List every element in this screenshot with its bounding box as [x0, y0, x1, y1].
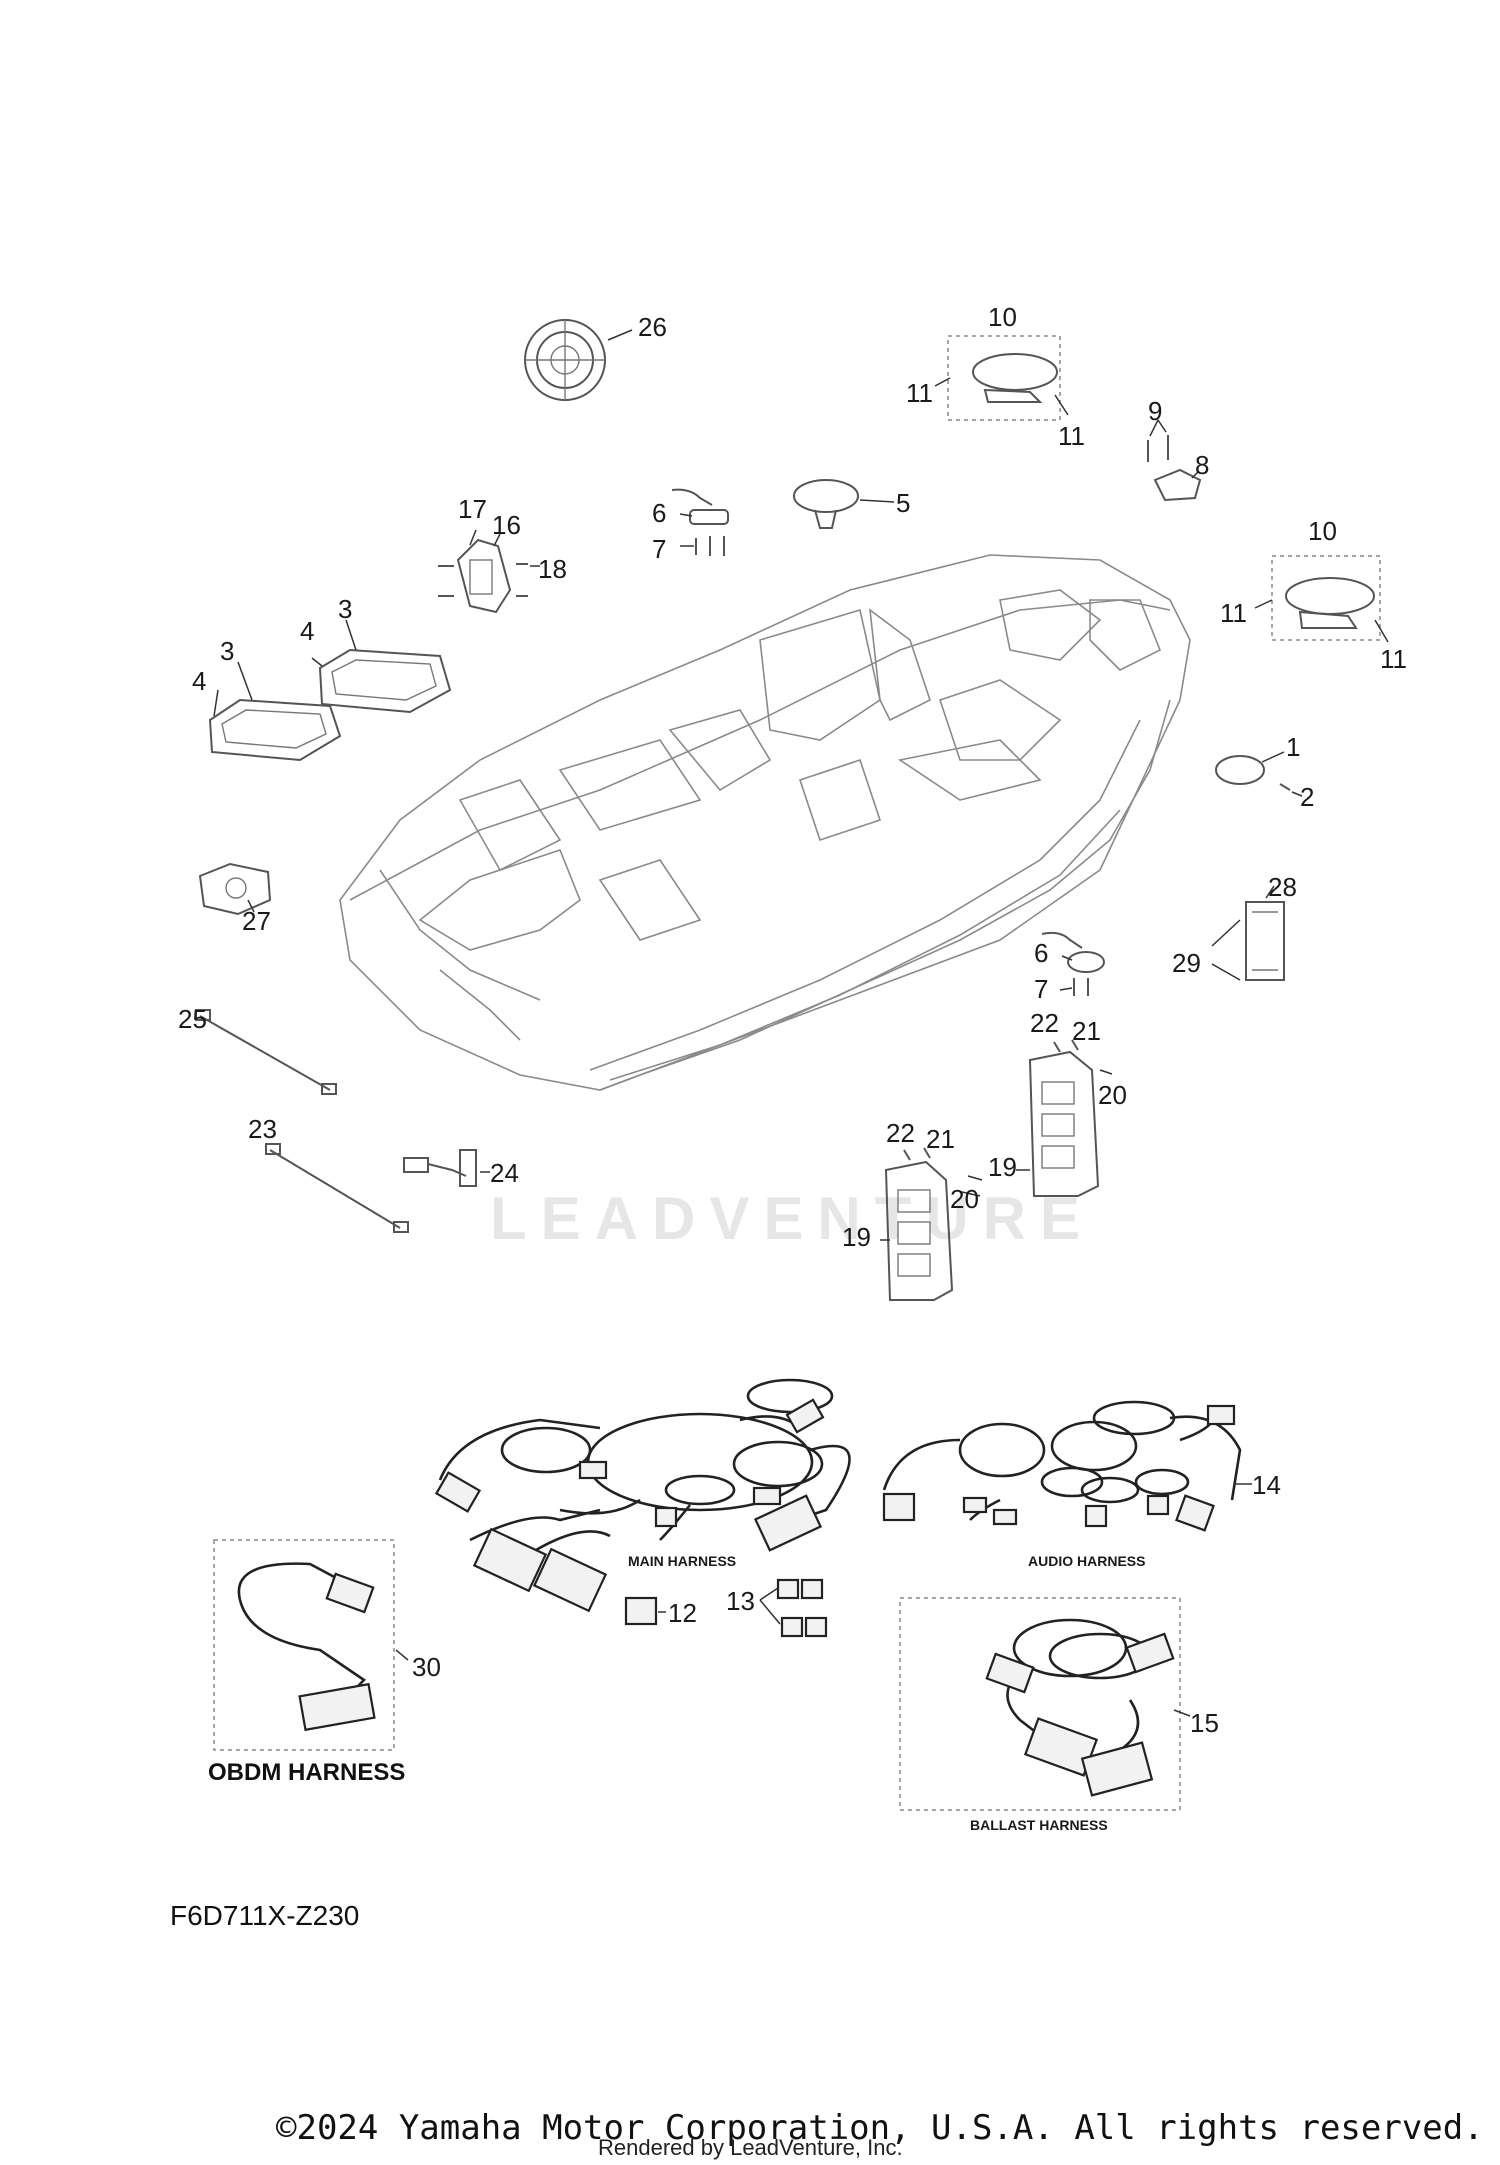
boat-hull-illustration: [339, 554, 1191, 1091]
part-10-upper-light: [934, 335, 1069, 421]
callout-11-right-left: 11: [1220, 598, 1247, 628]
callout-8: 8: [1195, 450, 1209, 480]
callout-14: 14: [1252, 1470, 1281, 1500]
callout-11-upper-right: 11: [1058, 421, 1085, 451]
part-23-24-25-cables: [195, 1009, 490, 1233]
part-26-speaker: [524, 319, 633, 401]
ballast-harness-label: BALLAST HARNESS: [970, 1817, 1108, 1833]
callout-3-left: 3: [220, 636, 234, 666]
part-8-9-fixture: [1147, 419, 1202, 502]
callout-5: 5: [896, 488, 910, 518]
callout-17: 17: [458, 494, 487, 524]
callout-19-upper: 19: [988, 1152, 1017, 1182]
callout-22-lower: 22: [886, 1118, 915, 1148]
callout-9: 9: [1148, 396, 1162, 426]
callout-18: 18: [538, 554, 567, 584]
callout-4-left: 4: [192, 666, 206, 696]
part-3-4-trays: [208, 619, 452, 762]
diagram-code: F6D711X-Z230: [170, 1900, 360, 1931]
callout-13: 13: [726, 1586, 755, 1616]
callout-3-right: 3: [338, 594, 352, 624]
callout-20-upper: 20: [1098, 1080, 1127, 1110]
callout-20-lower: 20: [950, 1184, 979, 1214]
callout-19-lower: 19: [842, 1222, 871, 1252]
main-harness-label: MAIN HARNESS: [628, 1553, 736, 1569]
part-1-2-badge: [1215, 751, 1303, 797]
callout-10-upper: 10: [988, 302, 1017, 332]
rendered-by-credit: Rendered by LeadVenture, Inc.: [598, 2135, 903, 2160]
callout-24: 24: [490, 1158, 519, 1188]
part-19-mount-upper: [1016, 1039, 1113, 1197]
part-6-7-upper-lamp: [671, 488, 729, 556]
callout-25: 25: [178, 1004, 207, 1034]
copyright-notice: ©2024 Yamaha Motor Corporation, U.S.A. A…: [276, 2108, 1484, 2148]
callout-15: 15: [1190, 1708, 1219, 1738]
callout-7-lower: 7: [1034, 974, 1048, 1004]
callout-28: 28: [1268, 872, 1297, 902]
callout-21-upper: 21: [1072, 1016, 1101, 1046]
callout-27: 27: [242, 906, 271, 936]
part-12-relay: [624, 1596, 666, 1626]
part-16-17-18-switch: [438, 529, 540, 614]
obdm-harness-illustration: [213, 1539, 409, 1751]
part-5-dome: [793, 479, 895, 529]
callout-6-upper: 6: [652, 498, 666, 528]
part-6-7-lower-lamp: [1041, 931, 1105, 996]
callout-1: 1: [1286, 732, 1300, 762]
callout-23: 23: [248, 1114, 277, 1144]
callout-6-lower: 6: [1034, 938, 1048, 968]
part-19-mount-lower: [880, 1147, 983, 1301]
callout-29: 29: [1172, 948, 1201, 978]
callout-11-upper-left: 11: [906, 378, 933, 408]
callout-4-right: 4: [300, 616, 314, 646]
ballast-harness-illustration: [899, 1597, 1191, 1811]
callout-30: 30: [412, 1652, 441, 1682]
obdm-harness-label: OBDM HARNESS: [208, 1759, 405, 1786]
callout-11-right-right: 11: [1380, 644, 1407, 674]
part-13-connectors: [759, 1578, 828, 1638]
part-10-right-light: [1254, 555, 1389, 643]
callout-26: 26: [638, 312, 667, 342]
callout-16: 16: [492, 510, 521, 540]
audio-harness-label: AUDIO HARNESS: [1028, 1553, 1145, 1569]
part-28-29-panel: [1211, 885, 1285, 981]
main-harness-illustration: [434, 1378, 851, 1613]
part-27-plug: [198, 862, 272, 916]
callout-22-upper: 22: [1030, 1008, 1059, 1038]
callout-21-lower: 21: [926, 1124, 955, 1154]
audio-harness-illustration: [882, 1400, 1252, 1532]
callout-12: 12: [668, 1598, 697, 1628]
callout-7-upper: 7: [652, 534, 666, 564]
callout-2: 2: [1300, 782, 1314, 812]
leadventure-watermark: LEADVENTURE: [490, 1185, 1095, 1252]
callout-10-right: 10: [1308, 516, 1337, 546]
